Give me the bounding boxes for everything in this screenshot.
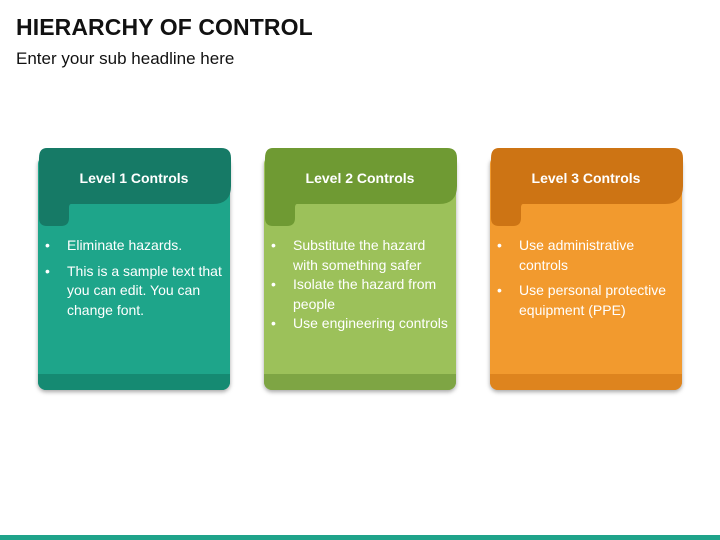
slide-subtitle: Enter your sub headline here	[16, 49, 235, 68]
header-banner-shape	[265, 148, 457, 226]
card-level-3: Level 3 Controls Use administrative cont…	[489, 148, 683, 392]
card-title: Level 2 Controls	[305, 170, 415, 186]
header-banner-shape	[491, 148, 683, 226]
card-header: Level 1 Controls	[37, 148, 231, 226]
bullet-item: Use administrative controls	[497, 236, 677, 275]
bullet-item: Isolate the hazard from people	[271, 275, 451, 314]
card-header: Level 2 Controls	[263, 148, 457, 226]
card-title: Level 1 Controls	[79, 170, 189, 186]
bullet-list: Eliminate hazards. This is a sample text…	[45, 236, 225, 326]
bullet-item: Substitute the hazard with something saf…	[271, 236, 451, 275]
bullet-list: Use administrative controls Use personal…	[497, 236, 677, 326]
card-title: Level 3 Controls	[531, 170, 641, 186]
card-header: Level 3 Controls	[489, 148, 683, 226]
bullet-item: Eliminate hazards.	[45, 236, 225, 256]
bottom-accent-bar	[0, 535, 720, 540]
card-level-1: Level 1 Controls Eliminate hazards. This…	[37, 148, 231, 392]
bullet-item: This is a sample text that you can edit.…	[45, 262, 225, 321]
bullet-item: Use engineering controls	[271, 314, 451, 334]
bullet-list: Substitute the hazard with something saf…	[271, 236, 451, 334]
card-footer-band	[264, 374, 456, 390]
card-footer-band	[490, 374, 682, 390]
card-footer-band	[38, 374, 230, 390]
slide-title: HIERARCHY OF CONTROL	[16, 14, 313, 40]
bullet-item: Use personal protective equipment (PPE)	[497, 281, 677, 320]
card-level-2: Level 2 Controls Substitute the hazard w…	[263, 148, 457, 392]
header-banner-shape	[39, 148, 231, 226]
